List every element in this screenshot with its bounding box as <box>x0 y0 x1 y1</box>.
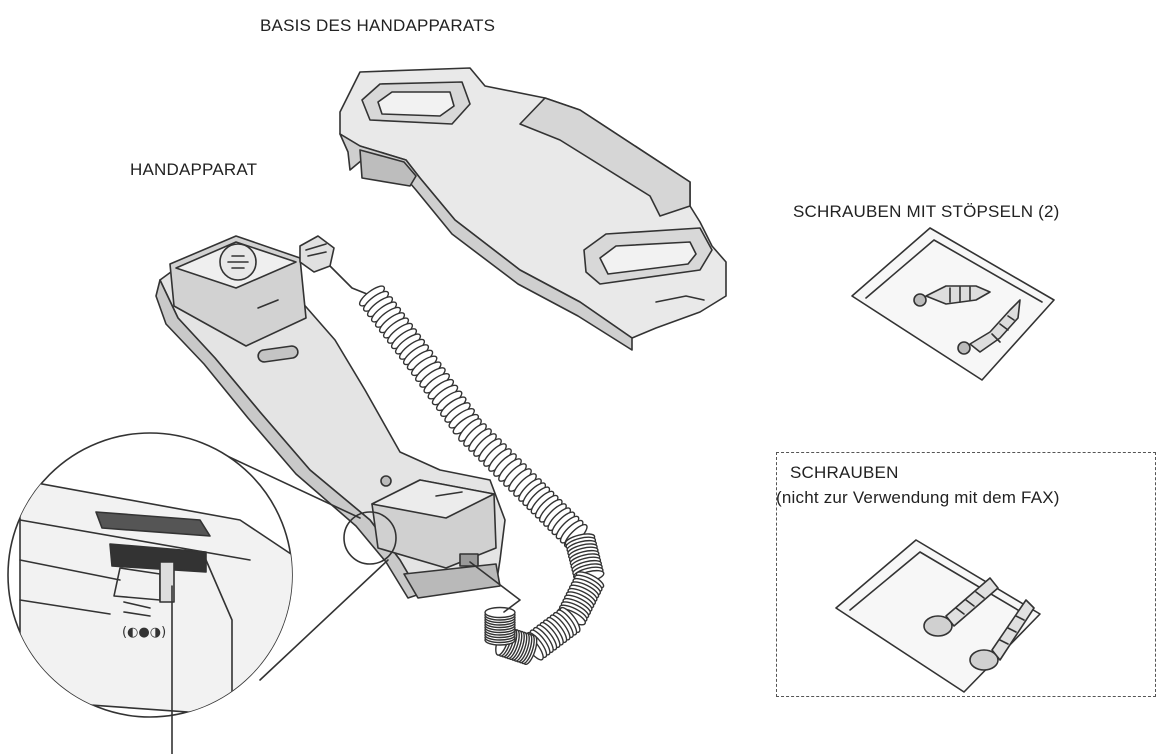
svg-text:(◐●◑): (◐●◑) <box>122 625 166 640</box>
screws-label: SCHRAUBEN <box>790 463 899 482</box>
screws-note-label: (nicht zur Verwendung mit dem FAX) <box>776 488 1060 507</box>
screw-bag-with-plugs-icon <box>851 227 1055 381</box>
handset-label: HANDAPPARAT <box>130 160 258 179</box>
thumb-screw-bag-icon <box>835 539 1041 693</box>
modular-plug-icon <box>299 235 373 297</box>
coiled-cord-icon <box>358 285 605 666</box>
magnifier-detail-icon: (◐●◑) <box>7 432 397 754</box>
screws-dashed-box <box>776 452 1156 697</box>
screws-with-plugs-label: SCHRAUBEN MIT STÖPSELN (2) <box>793 202 1060 221</box>
handset-base-label: BASIS DES HANDAPPARATS <box>260 16 496 35</box>
handset-base-icon <box>339 67 727 351</box>
cord-loop <box>484 606 516 619</box>
